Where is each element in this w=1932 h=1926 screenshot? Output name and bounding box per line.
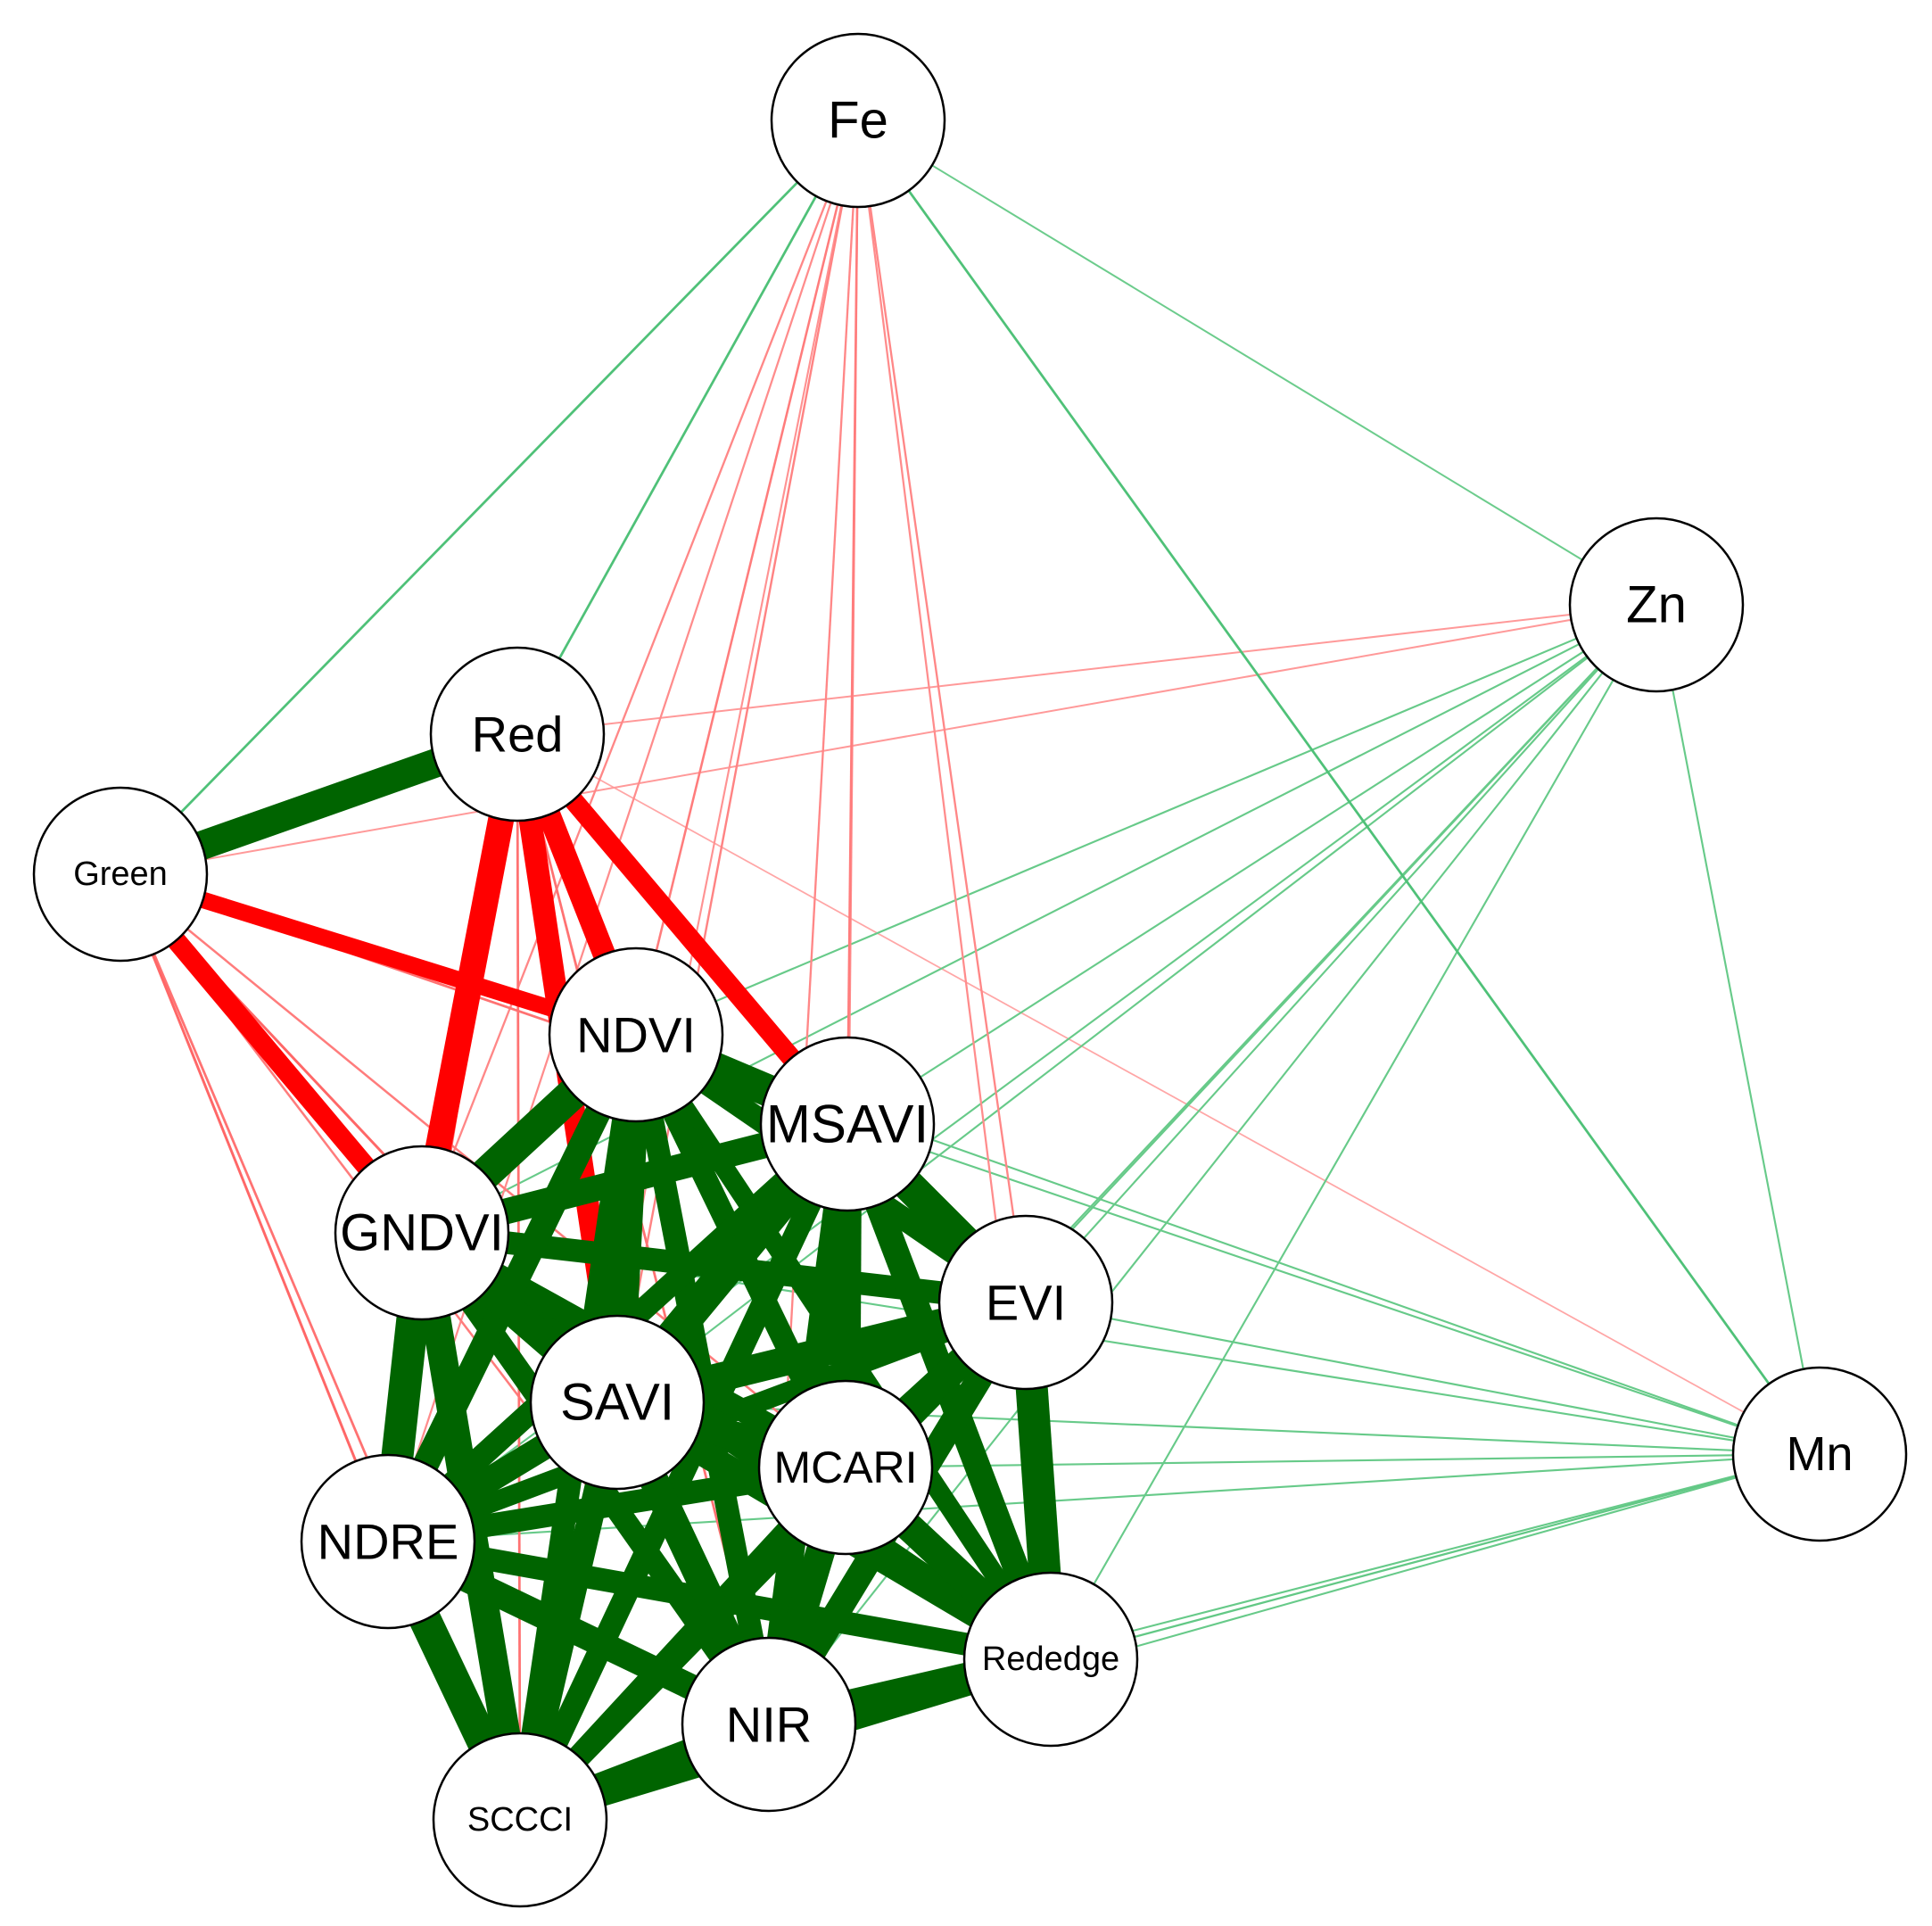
node-label-nir: NIR [726,1697,812,1753]
node-label-rededge: Rededge [982,1641,1119,1678]
edge-ndvi-ndre [376,1029,648,1548]
node-label-savi: SAVI [560,1374,674,1432]
node-circle-msavi [759,1036,936,1212]
edge-fe-msavi [846,120,860,1125]
edge-fe-ndvi [634,120,860,1036]
node-circle-savi [529,1314,706,1491]
node-circle-green [32,786,209,963]
node-label-zn: Zn [1626,576,1687,634]
edge-red-fe [516,120,860,735]
edge-zn-mn [1655,604,1821,1455]
edge-mn-mcari [845,1452,1821,1469]
node-label-fe: Fe [828,92,888,150]
node-mcari: MCARI [757,1379,934,1556]
node-red: Red [429,646,606,822]
edge-zn-msavi [846,604,1657,1125]
node-circle-mn [1731,1366,1908,1542]
node-mn: Mn [1731,1366,1908,1542]
edge-mn-evi [1025,1301,1821,1456]
edge-red-zn [516,604,1657,735]
edge-red-mn [516,733,1821,1455]
node-evi: EVI [937,1214,1114,1391]
node-circle-rededge [962,1571,1139,1748]
node-nir: NIR [681,1636,857,1813]
node-label-mn: Mn [1786,1427,1853,1481]
edge-green-zn [120,604,1657,875]
edge-mn-msavi [846,1122,1821,1456]
node-label-red: Red [472,707,564,763]
node-label-ndvi: NDVI [576,1007,696,1063]
node-green: Green [32,786,209,963]
node-label-gndvi: GNDVI [340,1204,504,1262]
node-savi: SAVI [529,1314,706,1491]
node-circle-evi [937,1214,1114,1391]
edge-zn-gndvi [421,604,1657,1234]
node-circle-zn [1568,517,1745,693]
node-label-msavi: MSAVI [766,1095,929,1154]
node-label-green: Green [73,856,168,893]
node-label-evi: EVI [986,1275,1066,1331]
node-circle-red [429,646,606,822]
node-label-mcari: MCARI [773,1442,917,1492]
node-ndvi: NDVI [548,946,724,1123]
node-circle-ndre [300,1453,476,1630]
node-circle-ndvi [548,946,724,1123]
edge-fe-gndvi [420,120,860,1234]
node-rededge: Rededge [962,1571,1139,1748]
node-sccci: SCCCI [432,1732,608,1908]
node-gndvi: GNDVI [334,1145,510,1321]
edge-zn-rededge [1050,604,1657,1660]
node-label-ndre: NDRE [318,1514,459,1570]
edge-fe-mn [856,120,1821,1455]
node-ndre: NDRE [300,1453,476,1630]
node-label-sccci: SCCCI [467,1801,573,1839]
edge-zn-ndvi [635,604,1657,1036]
edge-fe-zn [857,120,1657,606]
node-circle-nir [681,1636,857,1813]
edge-green-fe [120,120,859,875]
node-circle-gndvi [334,1145,510,1321]
node-circle-mcari [757,1379,934,1556]
edge-msavi-sccci [509,1119,858,1825]
node-fe: Fe [770,32,946,209]
edge-green-ndre [119,873,390,1542]
edge-fe-evi [856,120,1028,1303]
node-msavi: MSAVI [759,1036,936,1212]
edge-mn-rededge [1050,1452,1821,1661]
node-circle-fe [770,32,946,209]
edge-zn-evi [1025,604,1657,1303]
node-circle-sccci [432,1732,608,1908]
node-zn: Zn [1568,517,1745,693]
